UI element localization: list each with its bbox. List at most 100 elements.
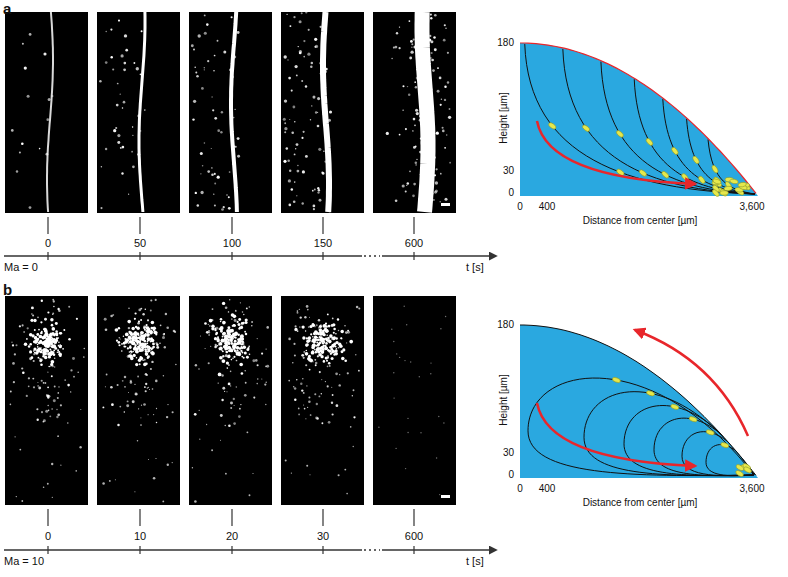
axis-title: t [s]	[466, 556, 484, 567]
particle-dot	[212, 308, 214, 310]
particle-dot	[128, 307, 130, 309]
particle-dot	[222, 355, 224, 357]
particle-dot	[134, 334, 137, 337]
particle-dot	[416, 69, 418, 71]
particle-dot	[67, 422, 69, 424]
particle-dot	[211, 449, 213, 451]
streamline	[634, 79, 755, 194]
particle-dot	[424, 90, 426, 92]
particle-dot	[139, 363, 141, 365]
particle-dot	[227, 344, 229, 346]
particle-dot	[139, 356, 143, 360]
particle-dot	[235, 146, 237, 148]
particle-dot	[413, 118, 416, 121]
particle-dot	[396, 32, 398, 34]
particle-dot	[235, 335, 237, 337]
particle-dot	[426, 15, 428, 17]
particle-dot	[320, 26, 322, 28]
particle-dot	[111, 403, 114, 406]
particle-dot	[413, 183, 416, 186]
particle-dot	[132, 400, 135, 403]
particle-dot	[294, 65, 297, 68]
particle-dot	[238, 327, 240, 329]
particle-dot	[220, 330, 223, 333]
particle-dot	[145, 330, 147, 332]
particle-dot	[237, 31, 240, 34]
particle-dot	[420, 191, 423, 194]
particle-dot	[246, 307, 248, 309]
particle-dot	[433, 199, 435, 201]
particle-dot	[123, 336, 124, 337]
particle-dot	[36, 408, 38, 410]
particle-dot	[105, 386, 106, 387]
particle-dot	[28, 345, 31, 348]
particle-dot	[410, 40, 413, 43]
particle-dot	[47, 372, 48, 373]
particle-dot	[316, 324, 318, 326]
particle-dot	[315, 351, 317, 353]
particle-dot	[134, 384, 135, 385]
particle-dot	[43, 52, 46, 55]
particle-dot	[149, 389, 150, 390]
particle	[646, 390, 655, 397]
particle-dot	[430, 57, 431, 58]
micrograph-panel	[5, 296, 88, 505]
particle-dot	[424, 17, 427, 20]
particle-dot	[299, 309, 300, 310]
particle-dot	[332, 346, 334, 348]
particle-dot	[294, 399, 296, 401]
particle-dot	[295, 325, 297, 327]
particle-dot	[346, 342, 347, 343]
particle-dot	[29, 33, 32, 36]
particle-dot	[239, 338, 242, 341]
particle-dot	[46, 394, 47, 395]
particle-dot	[118, 344, 120, 346]
particle-dot	[317, 344, 320, 347]
particle-dot	[132, 165, 135, 168]
particle-dot	[328, 421, 331, 424]
particle-dot	[40, 359, 43, 362]
micrograph-panel	[97, 296, 180, 505]
particle-dot	[83, 356, 85, 358]
particle-dot	[429, 154, 432, 157]
particle-dot	[292, 362, 294, 364]
particle-dot	[233, 343, 236, 346]
particle-dot	[228, 311, 229, 312]
particle-dot	[241, 325, 243, 327]
particle-dot	[45, 153, 48, 156]
particle-dot	[227, 326, 230, 329]
particle-dot	[420, 137, 422, 139]
particle-dot	[265, 348, 266, 349]
particle-dot	[234, 109, 235, 110]
particle-dot	[345, 331, 348, 334]
particle-dot	[77, 372, 79, 374]
particle-dot	[242, 341, 245, 344]
particle-dot	[241, 351, 243, 353]
particle-dot	[331, 338, 333, 340]
particle-dot	[115, 127, 117, 129]
particle-dot	[296, 195, 297, 196]
particle-dot	[123, 62, 126, 65]
particle-dot	[217, 345, 219, 347]
particle-dot	[312, 344, 316, 348]
particle-dot	[421, 161, 423, 163]
particle-dot	[43, 382, 45, 384]
particle-dot	[22, 324, 24, 326]
particle-dot	[144, 386, 146, 388]
particle-dot	[34, 349, 36, 351]
particle-dot	[446, 134, 447, 135]
particle-dot	[32, 314, 34, 316]
particle-dot	[342, 348, 345, 351]
particle-dot	[344, 359, 347, 362]
particle-dot	[206, 23, 209, 26]
particle-dot	[423, 27, 425, 29]
particle-dot	[238, 334, 240, 336]
particle-dot	[321, 334, 322, 335]
particle-dot	[358, 370, 360, 372]
particle-dot	[442, 127, 444, 129]
particle-dot	[317, 355, 319, 357]
particle-dot	[402, 110, 403, 111]
particle-dot	[310, 66, 313, 69]
particle-dot	[222, 350, 224, 352]
particle-dot	[356, 306, 359, 309]
